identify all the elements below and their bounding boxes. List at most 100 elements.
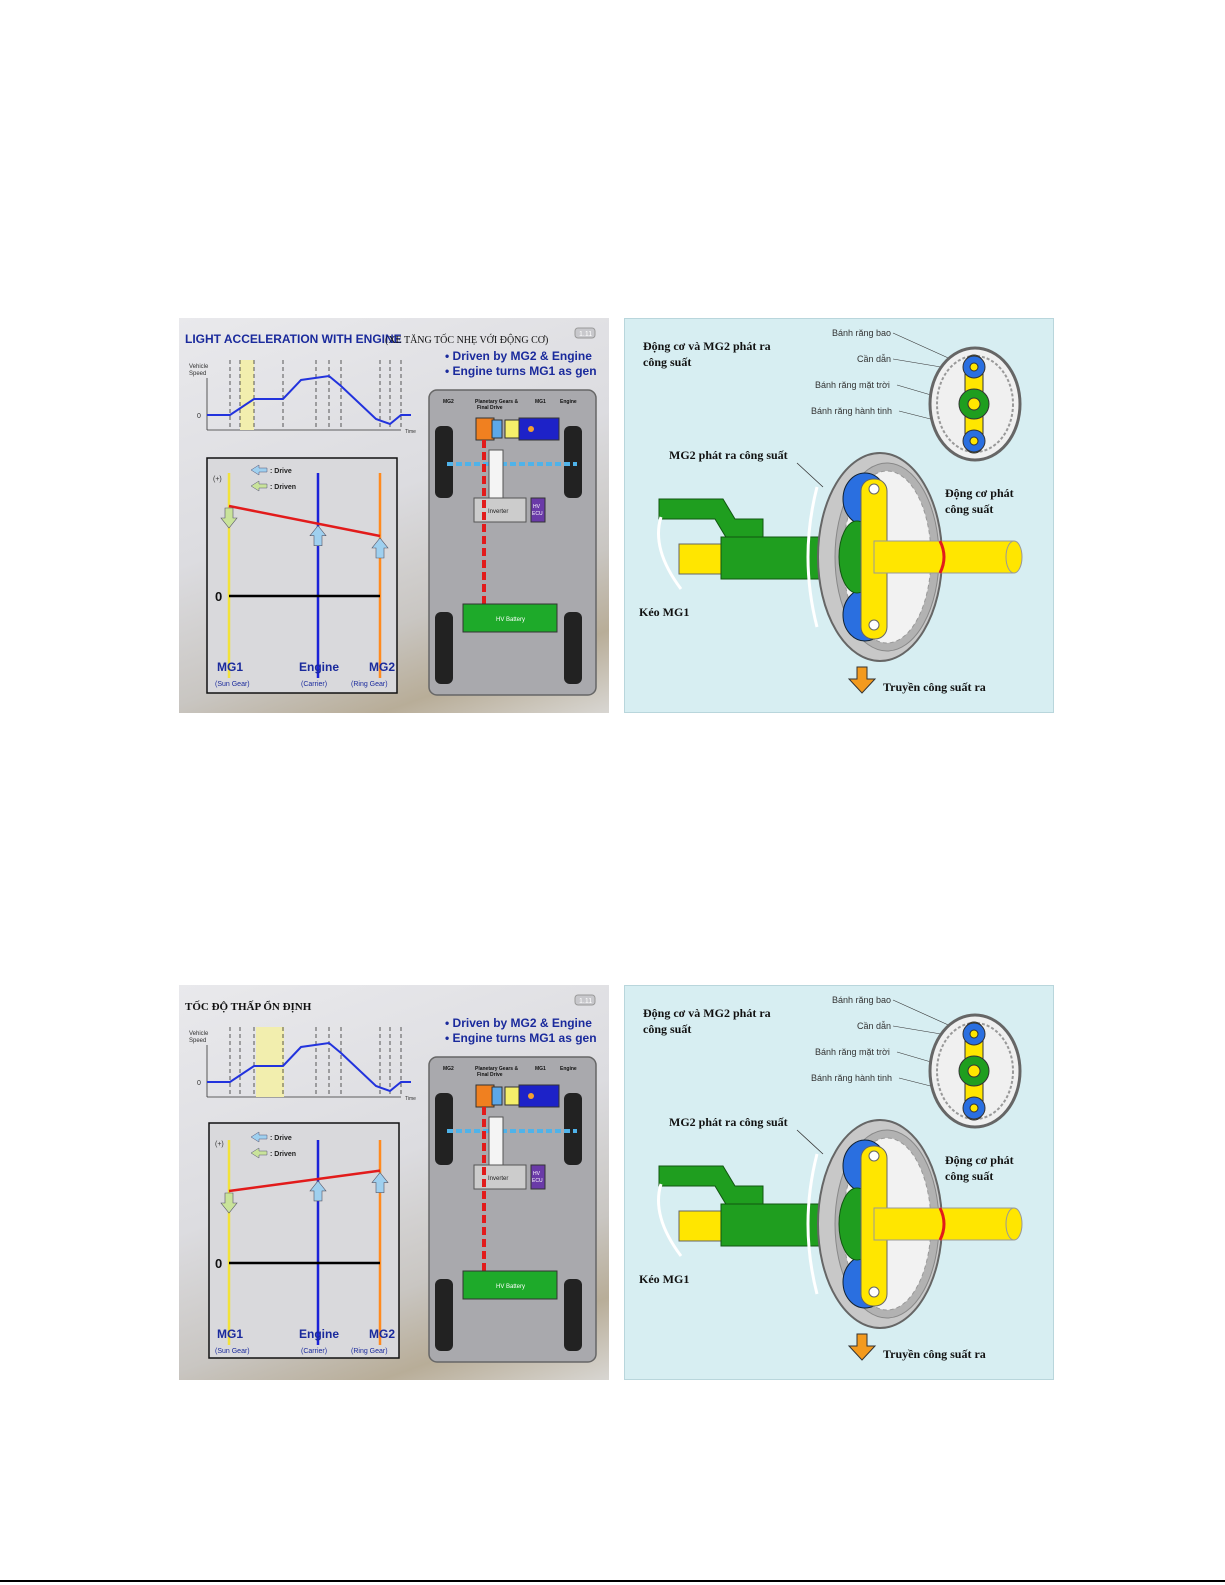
axis-zero: 0: [197, 413, 201, 420]
car-battery-box: [462, 1270, 558, 1300]
car-battery-label: HV Battery: [496, 1284, 525, 1290]
plus-sign: (+): [215, 1141, 224, 1148]
slide-title: LIGHT ACCELERATION WITH ENGINE: [185, 332, 402, 346]
driven-arrow-icon: [250, 1147, 268, 1159]
mg2-drive-arrow-icon: [371, 537, 389, 559]
main-gear-assembly: [657, 452, 1023, 662]
mg1-sublabel: (Sun Gear): [215, 1348, 250, 1355]
axis-x-label: Time: [405, 429, 416, 435]
label-mg2-power: MG2 phát ra công suất: [669, 1115, 788, 1129]
car-inverter-label: Inverter: [488, 509, 508, 515]
legend-drive: : Drive: [270, 1135, 292, 1142]
engine-sublabel: (Carrier): [301, 1348, 327, 1355]
engine-dot: [528, 426, 534, 432]
wheel-rear-right: [564, 1279, 582, 1351]
slide-title: TỐC ĐỘ THẤP ỔN ĐỊNH: [185, 1000, 312, 1013]
slide-badge: 1.11: [579, 998, 592, 1005]
engine-dot: [528, 1093, 534, 1099]
vehicle-speed-chart: Vehicle Speed 0 Time: [189, 1027, 416, 1102]
label-engine-mg2-power-1: Động cơ và MG2 phát ra: [643, 339, 771, 353]
label-engine-power-2: công suất: [945, 502, 993, 516]
wheel-front-left: [435, 1093, 453, 1165]
drive-arrow-icon: [250, 1131, 268, 1143]
nomograph: (+) : Drive : Driven 0: [206, 457, 398, 694]
car-engine-block: [518, 417, 560, 441]
speed-relation-line: [228, 1169, 381, 1193]
axis-zero: 0: [197, 1080, 201, 1087]
legend-drive: : Drive: [270, 468, 292, 475]
slide-title-vietnamese: (XE TĂNG TỐC NHẸ VỚI ĐỘNG CƠ): [385, 333, 548, 346]
ring-rotation-arrow-icon: [806, 1153, 819, 1295]
phase-markers: [229, 360, 402, 430]
nomograph-frame: [206, 457, 398, 694]
speed-curve: [207, 374, 411, 426]
output-arrow-icon: [847, 1333, 877, 1361]
engine-label: Engine: [299, 1327, 339, 1341]
car-mg2-label: MG2: [443, 399, 454, 405]
vehicle-speed-chart: Vehicle Speed 0 Time: [189, 360, 416, 435]
speed-relation-line: [228, 504, 381, 538]
inset-ring-label: Bánh răng bao: [832, 328, 891, 338]
slide-badge-box: [574, 994, 596, 1006]
car-mg2-block: [475, 1084, 495, 1108]
output-arrow-icon: [847, 666, 877, 694]
car-ecu-box: [530, 497, 546, 523]
mg1-rotation-arrow-icon: [657, 1183, 683, 1257]
slide-light-acceleration: LIGHT ACCELERATION WITH ENGINE (XE TĂNG …: [179, 318, 609, 713]
inset-planet-label: Bánh răng hành tinh: [811, 406, 892, 416]
car-ecu-box: [530, 1164, 546, 1190]
car-planetary-block: [491, 419, 503, 439]
car-schematic: MG2 Planetary Gears & Final Drive MG1 En…: [428, 389, 597, 696]
slide-svg: TỐC ĐỘ THẤP ỔN ĐỊNH 1.11 • Driven by MG2…: [185, 994, 597, 1363]
label-pull-mg1: Kéo MG1: [639, 1272, 689, 1286]
main-gear-assembly: [657, 1119, 1023, 1329]
label-output: Truyền công suất ra: [883, 680, 986, 694]
label-output: Truyền công suất ra: [883, 1347, 986, 1361]
bullet-engine-turns: • Engine turns MG1 as gen: [445, 1031, 597, 1045]
mg2-sublabel: (Ring Gear): [351, 681, 388, 688]
car-planetary-label-1: Planetary Gears &: [475, 399, 518, 405]
ring-rotation-arrow-icon: [806, 486, 819, 628]
mg1-label: MG1: [217, 660, 243, 674]
axis-y-label-1: Vehicle: [189, 1031, 209, 1037]
car-battery-label: HV Battery: [496, 617, 525, 623]
bullet-driven-by: • Driven by MG2 & Engine: [445, 1016, 592, 1030]
axis-y-label-1: Vehicle: [189, 364, 209, 370]
inset-carrier-label: Cần dẫn: [857, 1021, 891, 1031]
engine-label: Engine: [299, 660, 339, 674]
car-mg2-block: [475, 417, 495, 441]
engine-drive-arrow-icon: [309, 1180, 327, 1202]
mg1-driven-arrow-icon: [220, 507, 238, 529]
car-engine-label: Engine: [560, 1066, 577, 1072]
wheel-front-left: [435, 426, 453, 498]
car-engine-block: [518, 1084, 560, 1108]
mg1-rotation-arrow-icon: [657, 516, 683, 590]
planetary-gear-diagram-2: Động cơ và MG2 phát ra công suất Bánh ră…: [624, 985, 1054, 1380]
axis-y-label-2: Speed: [189, 1038, 206, 1044]
mg2-leader-line: [796, 1129, 824, 1155]
wheel-rear-right: [564, 612, 582, 684]
drive-arrow-icon: [250, 464, 268, 476]
engine-rotation-icon: [938, 540, 946, 574]
mg2-leader-line: [796, 462, 824, 488]
engine-rotation-icon: [938, 1207, 946, 1241]
label-engine-power-1: Động cơ phát: [945, 486, 1014, 500]
label-pull-mg1: Kéo MG1: [639, 605, 689, 619]
bullet-engine-turns: • Engine turns MG1 as gen: [445, 364, 597, 378]
nomograph-frame: [208, 1122, 400, 1359]
car-mg1-block: [504, 419, 520, 439]
nomograph: (+) : Drive : Driven 0: [208, 1122, 400, 1359]
car-ecu-label-1: HV: [533, 504, 541, 510]
wheel-rear-left: [435, 1279, 453, 1351]
car-mg1-label: MG1: [535, 399, 546, 405]
car-ecu-label-1: HV: [533, 1171, 541, 1177]
mg1-sublabel: (Sun Gear): [215, 681, 250, 688]
inset-sun-label: Bánh răng mặt trời: [815, 380, 890, 390]
gear-svg: Động cơ và MG2 phát ra công suất Bánh ră…: [639, 328, 1023, 694]
gear-svg: Động cơ và MG2 phát ra công suất Bánh ră…: [639, 995, 1023, 1361]
slide-low-speed-cruise: TỐC ĐỘ THẤP ỔN ĐỊNH 1.11 • Driven by MG2…: [179, 985, 609, 1380]
zero-label: 0: [215, 1256, 222, 1271]
mg1-label: MG1: [217, 1327, 243, 1341]
label-engine-mg2-power-2: công suất: [643, 1022, 691, 1036]
car-inverter-label: Inverter: [488, 1176, 508, 1182]
